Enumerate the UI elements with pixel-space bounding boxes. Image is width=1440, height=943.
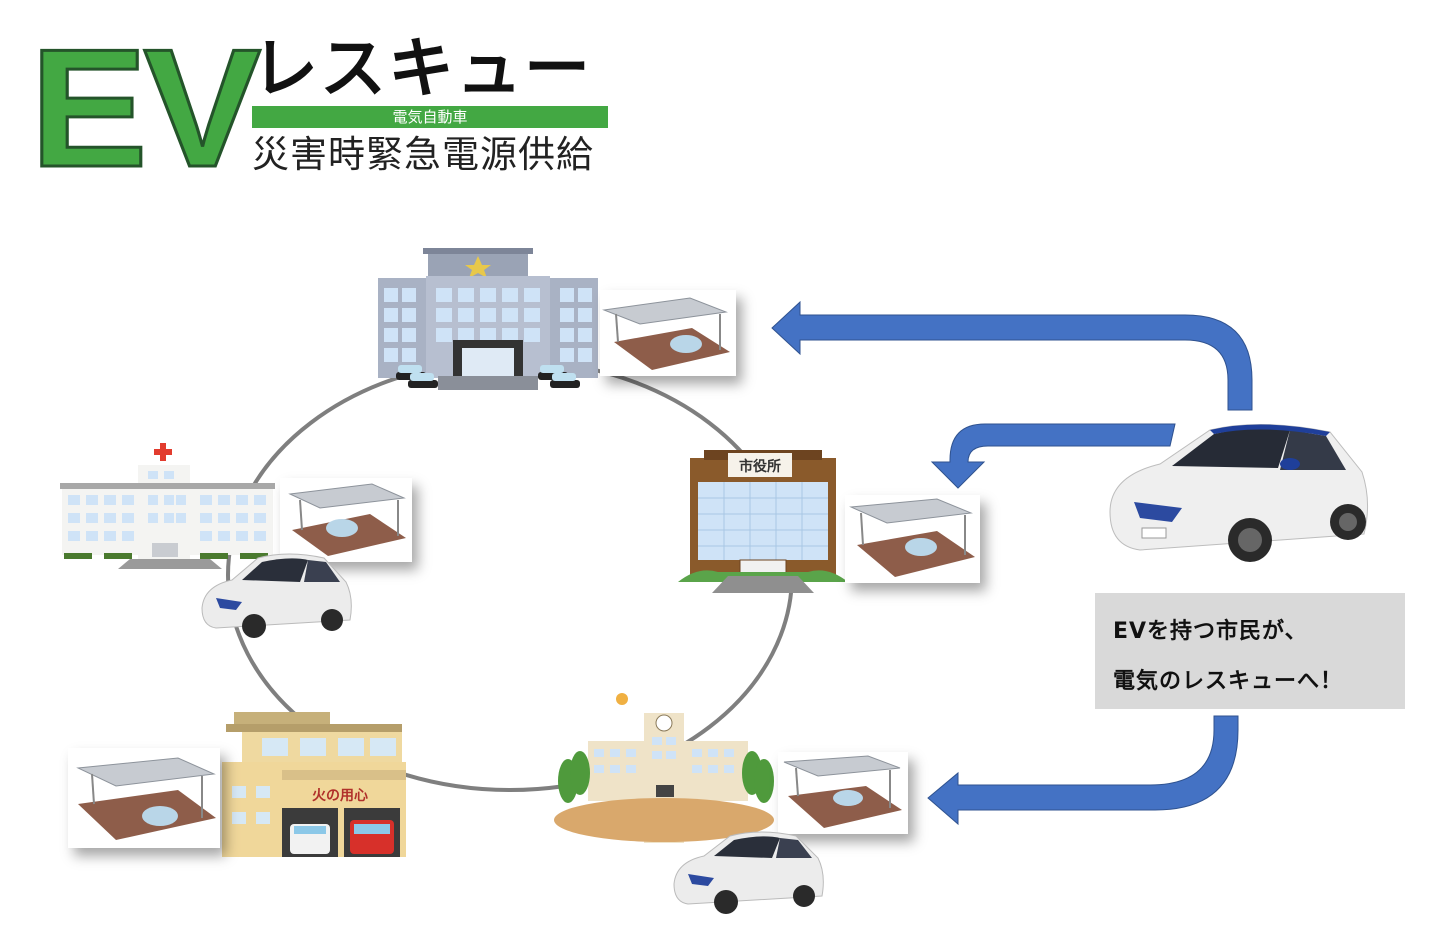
logo-rescue-text: レスキュー bbox=[252, 30, 592, 107]
logo-ev-letters: EV bbox=[28, 14, 262, 202]
solar-carport-city-hall bbox=[845, 495, 980, 583]
ev-car-school bbox=[668, 826, 828, 914]
logo-bar-label: 電気自動車 bbox=[392, 108, 468, 126]
city-hall-sign: 市役所 bbox=[739, 458, 781, 475]
callout-line-2: 電気のレスキューへ！ bbox=[1113, 669, 1344, 694]
solar-carport-icon bbox=[288, 483, 406, 556]
ev-car-hospital bbox=[196, 548, 356, 640]
ev-car-icon bbox=[673, 831, 824, 914]
arrow-to-city-hall bbox=[930, 423, 1176, 489]
solar-carport-school bbox=[778, 752, 908, 834]
police-station-illustration bbox=[378, 248, 598, 390]
solar-carport-police bbox=[600, 290, 736, 376]
ev-car-icon bbox=[1109, 424, 1368, 562]
solar-carport-icon bbox=[783, 755, 902, 828]
fire-station-illustration: 火の用心 bbox=[222, 712, 406, 857]
callout-box: EVを持つ市民が、 電気のレスキューへ！ bbox=[1095, 593, 1405, 709]
hospital-illustration bbox=[60, 443, 275, 569]
fire-station: 火の用心 bbox=[222, 712, 406, 857]
citizen-ev-car bbox=[1100, 412, 1372, 562]
hospital bbox=[60, 435, 275, 570]
fire-station-sign: 火の用心 bbox=[312, 788, 368, 804]
police-star-icon bbox=[465, 256, 491, 278]
solar-carport-icon bbox=[849, 498, 975, 577]
solar-carport-icon bbox=[602, 297, 730, 370]
sun-icon bbox=[616, 693, 628, 705]
city-hall: 市役所 bbox=[678, 448, 848, 593]
logo-subtitle: 災害時緊急電源供給 bbox=[252, 133, 594, 176]
arrow-to-police bbox=[771, 300, 1253, 411]
solar-carport-icon bbox=[76, 757, 216, 840]
solar-carport-fire-station bbox=[68, 748, 220, 848]
clock-icon bbox=[655, 714, 673, 732]
city-hall-illustration: 市役所 bbox=[678, 450, 848, 593]
callout-line-1: EVを持つ市民が、 bbox=[1113, 619, 1308, 644]
solar-carport-hospital bbox=[280, 478, 412, 562]
ev-car-icon bbox=[201, 553, 352, 638]
arrow-to-school bbox=[927, 715, 1239, 826]
school-illustration bbox=[554, 693, 774, 843]
police-station bbox=[378, 248, 598, 393]
school bbox=[552, 685, 782, 845]
logo-green-bar bbox=[252, 106, 608, 128]
